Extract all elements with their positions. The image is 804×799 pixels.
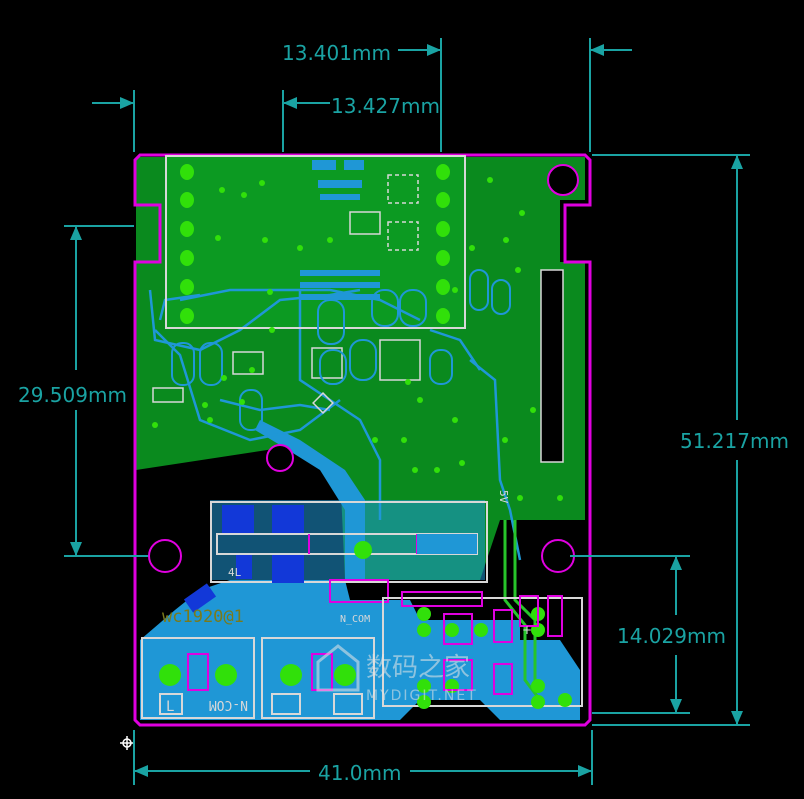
terminal-label-l: L xyxy=(166,699,174,715)
right-connector-strip xyxy=(540,269,564,463)
smd-components xyxy=(152,160,421,414)
bottom-traces xyxy=(148,288,522,561)
dimension-right-full-label: 51.217mm xyxy=(680,429,789,453)
dimension-bottom-label: 41.0mm xyxy=(318,761,402,785)
dimension-right-full: 51.217mm xyxy=(592,154,789,726)
transformer-outline xyxy=(210,501,488,583)
dimension-top-1: 13.401mm xyxy=(282,38,632,152)
dimension-right-lower-label: 14.029mm xyxy=(617,624,726,648)
watermark: 数码之家 MYDIGIT.NET xyxy=(316,644,478,704)
label-plus: + xyxy=(522,623,532,637)
label-n-com: N_COM xyxy=(340,614,370,625)
vias xyxy=(152,177,563,501)
dimension-top-2: 13.427mm xyxy=(92,90,440,152)
label-4l: 4L xyxy=(228,566,242,579)
dimension-left: 29.509mm xyxy=(18,225,148,557)
n-com-pad-outline xyxy=(329,579,389,603)
terminal-n-com-outline xyxy=(261,637,375,719)
terminal-l-outline xyxy=(141,637,255,719)
origin-marker-icon xyxy=(120,736,134,750)
module-outline xyxy=(165,155,466,329)
center-pad xyxy=(354,541,372,559)
dimension-left-label: 29.509mm xyxy=(18,383,127,407)
terminal-label-n-com: N-COM xyxy=(209,697,248,712)
blue-smd-pads xyxy=(183,505,304,613)
watermark-chinese: 数码之家 xyxy=(366,653,470,683)
dimension-right-lower: 14.029mm xyxy=(570,555,726,714)
board-outline xyxy=(133,153,592,727)
dimension-top-1-label: 13.401mm xyxy=(282,41,391,65)
label-5v: 5V xyxy=(497,490,510,504)
board-label: wc1920@1 xyxy=(162,607,244,627)
relay-outlines-magenta xyxy=(401,591,563,695)
header-pins-left xyxy=(180,164,194,324)
dimension-top-2-label: 13.427mm xyxy=(331,94,440,118)
watermark-url: MYDIGIT.NET xyxy=(366,688,478,704)
capacitor-outlines xyxy=(171,269,511,431)
dimension-bottom: 41.0mm xyxy=(133,730,593,785)
mounting-holes xyxy=(148,164,579,573)
header-pins-right xyxy=(436,164,450,324)
